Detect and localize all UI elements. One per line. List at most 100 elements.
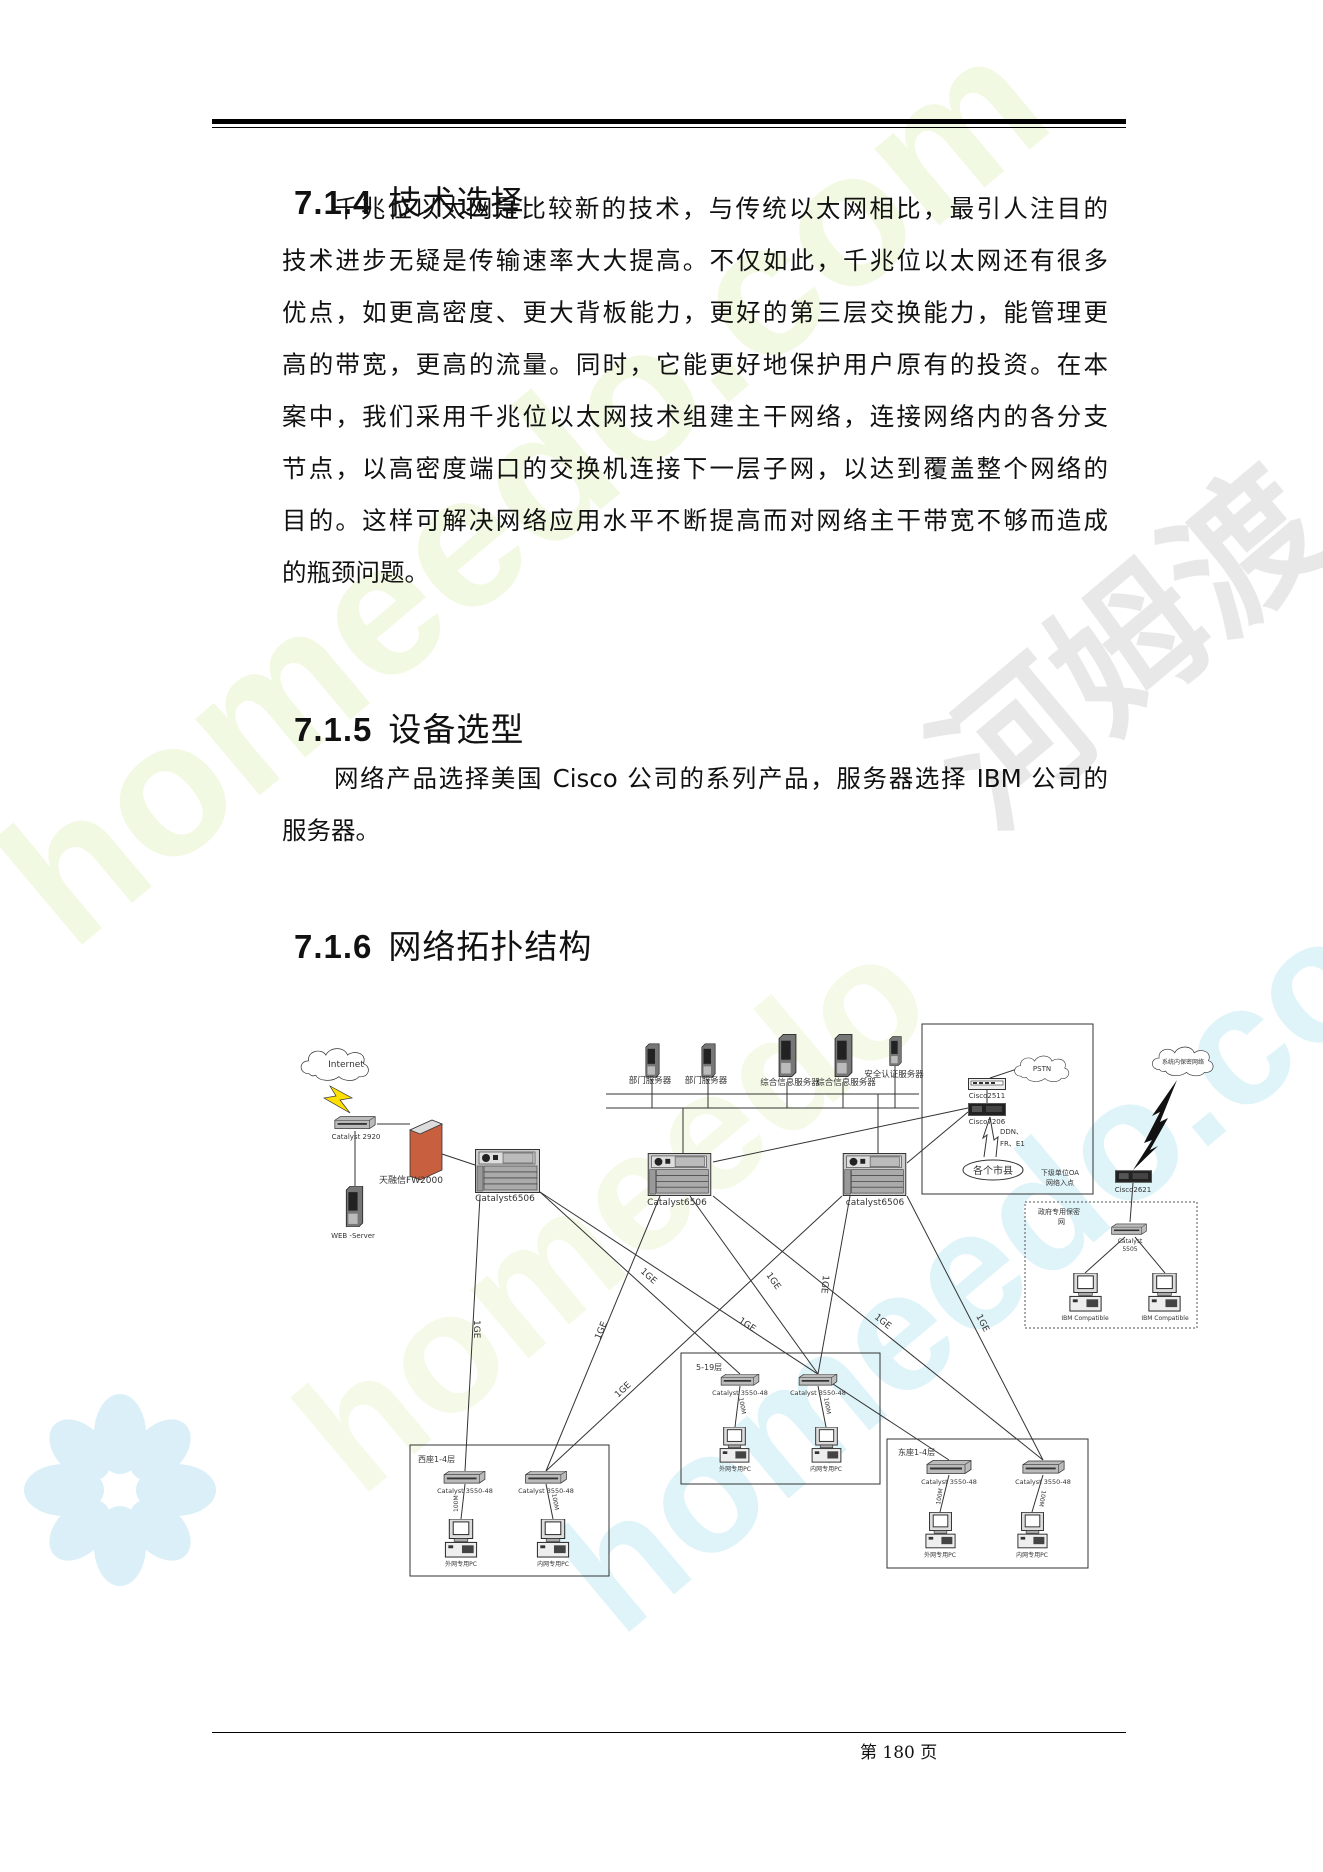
link-label: 100M <box>453 1495 460 1512</box>
server-label: 部门服务器 <box>629 1075 672 1086</box>
text-line: 网络产品选择美国 Cisco 公司的系列产品，服务器选择 IBM 公司的 <box>334 764 1108 793</box>
pc-icon <box>1017 1512 1048 1549</box>
core2-label: Catalyst6506 <box>647 1198 707 1208</box>
pc-label: 内网专用PC <box>1016 1551 1048 1559</box>
pc-label: 外网专用PC <box>924 1551 956 1559</box>
server-icon <box>834 1033 853 1078</box>
footer-rule <box>212 1732 1126 1733</box>
gov-network-box <box>1024 1201 1198 1329</box>
trunk-links <box>354 1066 1166 1520</box>
server-icon <box>889 1036 902 1066</box>
pc-icon <box>1148 1273 1181 1312</box>
lightning-icon <box>982 1116 999 1158</box>
link-label: 100M <box>822 1397 832 1415</box>
paragraph-tech-choice: 千兆位以太网是比较新的技术，与传统以太网相比，最引人注目的 技术进步无疑是传输速… <box>282 183 1108 599</box>
link-label: 1GE <box>471 1320 481 1339</box>
firewall-icon <box>408 1119 444 1181</box>
pstn-label: PSTN <box>1033 1065 1051 1073</box>
ibm-pc-label: IBM Compatible <box>1141 1315 1189 1322</box>
server-label: 安全认证服务器 <box>864 1069 924 1080</box>
text-line: 技术进步无疑是传输速率大大提高。不仅如此，千兆位以太网还有很多 <box>282 246 1108 275</box>
switch-icon <box>1111 1223 1147 1235</box>
page-number: 第 180 页 <box>860 1743 938 1763</box>
text-line: 服务器。 <box>282 816 380 845</box>
pc-icon <box>1069 1273 1102 1312</box>
switch-icon <box>1022 1460 1065 1474</box>
server-label: 综合信息服务器 <box>816 1077 876 1088</box>
server-label: 综合信息服务器 <box>760 1077 820 1088</box>
switch-label: Catalyst 3550-48 <box>518 1487 574 1495</box>
secure-network-label: 系统内保密网络 <box>1162 1058 1204 1066</box>
switch-label: Catalyst 3550-48 <box>437 1487 493 1495</box>
link-label: 100M <box>737 1397 747 1415</box>
switch-icon <box>525 1471 567 1484</box>
counties-oval <box>962 1159 1024 1181</box>
catalyst5505-label: Catalyst <box>1118 1238 1143 1245</box>
server-icon <box>645 1043 660 1078</box>
text-line: 千兆位以太网是比较新的技术，与传统以太网相比，最引人注目的 <box>334 194 1108 223</box>
link-label: 1GE <box>872 1312 893 1331</box>
server-label: 部门服务器 <box>685 1075 728 1086</box>
internet-label: Internet <box>328 1060 364 1070</box>
switch-icon <box>334 1116 376 1129</box>
switch-label: Catalyst 3550-48 <box>712 1389 768 1397</box>
zone-label: 5-19层 <box>696 1363 722 1372</box>
counties-label: 各个市县 <box>973 1164 1013 1177</box>
server-icon <box>778 1033 797 1078</box>
link-label: 1GE <box>818 1275 830 1295</box>
core-switch-icon <box>842 1153 907 1196</box>
cisco7206-label: Cisco7206 <box>969 1118 1006 1126</box>
pc-icon <box>444 1519 478 1558</box>
catalyst2920-label: Catalyst 2920 <box>332 1133 381 1141</box>
pc-label: 外网专用PC <box>719 1465 751 1473</box>
ddn-label: DDN、 <box>1000 1128 1023 1136</box>
text-line: 优点，如更高密度、更大背板能力，更好的第三层交换能力，能管理更 <box>282 298 1108 327</box>
firewall-label: 天融信FW2000 <box>379 1174 443 1186</box>
watermark-flower-icon <box>24 1394 216 1586</box>
router-icon <box>968 1078 1006 1090</box>
switch-label: Catalyst 3550-48 <box>790 1389 846 1397</box>
gov-network-label: 网 <box>1058 1218 1065 1226</box>
switch-icon <box>443 1471 486 1484</box>
pc-icon <box>536 1519 570 1558</box>
switch-icon <box>720 1374 760 1386</box>
cisco2511-label: Cisco2511 <box>969 1092 1005 1100</box>
zone-label: 西座1-4层 <box>418 1454 455 1464</box>
lightning-icon <box>1133 1080 1177 1170</box>
switch-label: Catalyst 3550-48 <box>1015 1478 1071 1486</box>
gov-network-label: 政府专用保密 <box>1038 1207 1080 1216</box>
oa-access-label: 下级单位OA <box>1041 1168 1079 1177</box>
text-line: 节点，以高密度端口的交换机连接下一层子网，以达到覆盖整个网络的 <box>282 454 1108 483</box>
zone-mid-box <box>680 1352 881 1485</box>
cisco2621-label: Cisco2621 <box>1115 1186 1151 1194</box>
pc-label: 内网专用PC <box>810 1465 842 1473</box>
core1-label: Catalyst6506 <box>475 1194 535 1204</box>
pc-icon <box>719 1427 750 1463</box>
fr-e1-label: FR、E1 <box>1000 1140 1025 1148</box>
router-icon <box>968 1103 1006 1116</box>
switch-label: Catalyst 3550-48 <box>921 1478 977 1486</box>
link-label: 100M <box>1037 1490 1047 1508</box>
pc-icon <box>925 1512 956 1549</box>
text-line: 案中，我们采用千兆位以太网技术组建主干网络，连接网络内的各分支 <box>282 402 1108 431</box>
zone-east-box <box>886 1438 1089 1569</box>
web-server-label: WEB -Server <box>331 1232 375 1240</box>
pc-icon <box>811 1427 842 1463</box>
text-line: 高的带宽，更高的流量。同时，它能更好地保护用户原有的投资。在本 <box>282 350 1108 379</box>
link-label: 1GE <box>764 1271 783 1292</box>
pc-label: 内网专用PC <box>537 1560 569 1568</box>
text-line: 目的。这样可解决网络应用水平不断提高而对网络主干带宽不够而造成 <box>282 506 1108 535</box>
network-topology-diagram: 1GE 1GE 1GE 1GE 1GE 1GE 1GE 1GE 1GE Inte… <box>300 1023 1214 1577</box>
header-rule-thin <box>212 127 1126 128</box>
link-label: 1GE <box>613 1380 633 1400</box>
server-icon <box>701 1043 716 1078</box>
router-icon <box>1115 1170 1152 1183</box>
core3-label: catalyst6506 <box>846 1198 905 1208</box>
catalyst5505-label: 5505 <box>1122 1246 1137 1253</box>
text-line: 的瓶颈问题。 <box>282 558 429 587</box>
ibm-pc-label: IBM Compatible <box>1061 1315 1109 1322</box>
link-label: 100M <box>550 1493 560 1511</box>
